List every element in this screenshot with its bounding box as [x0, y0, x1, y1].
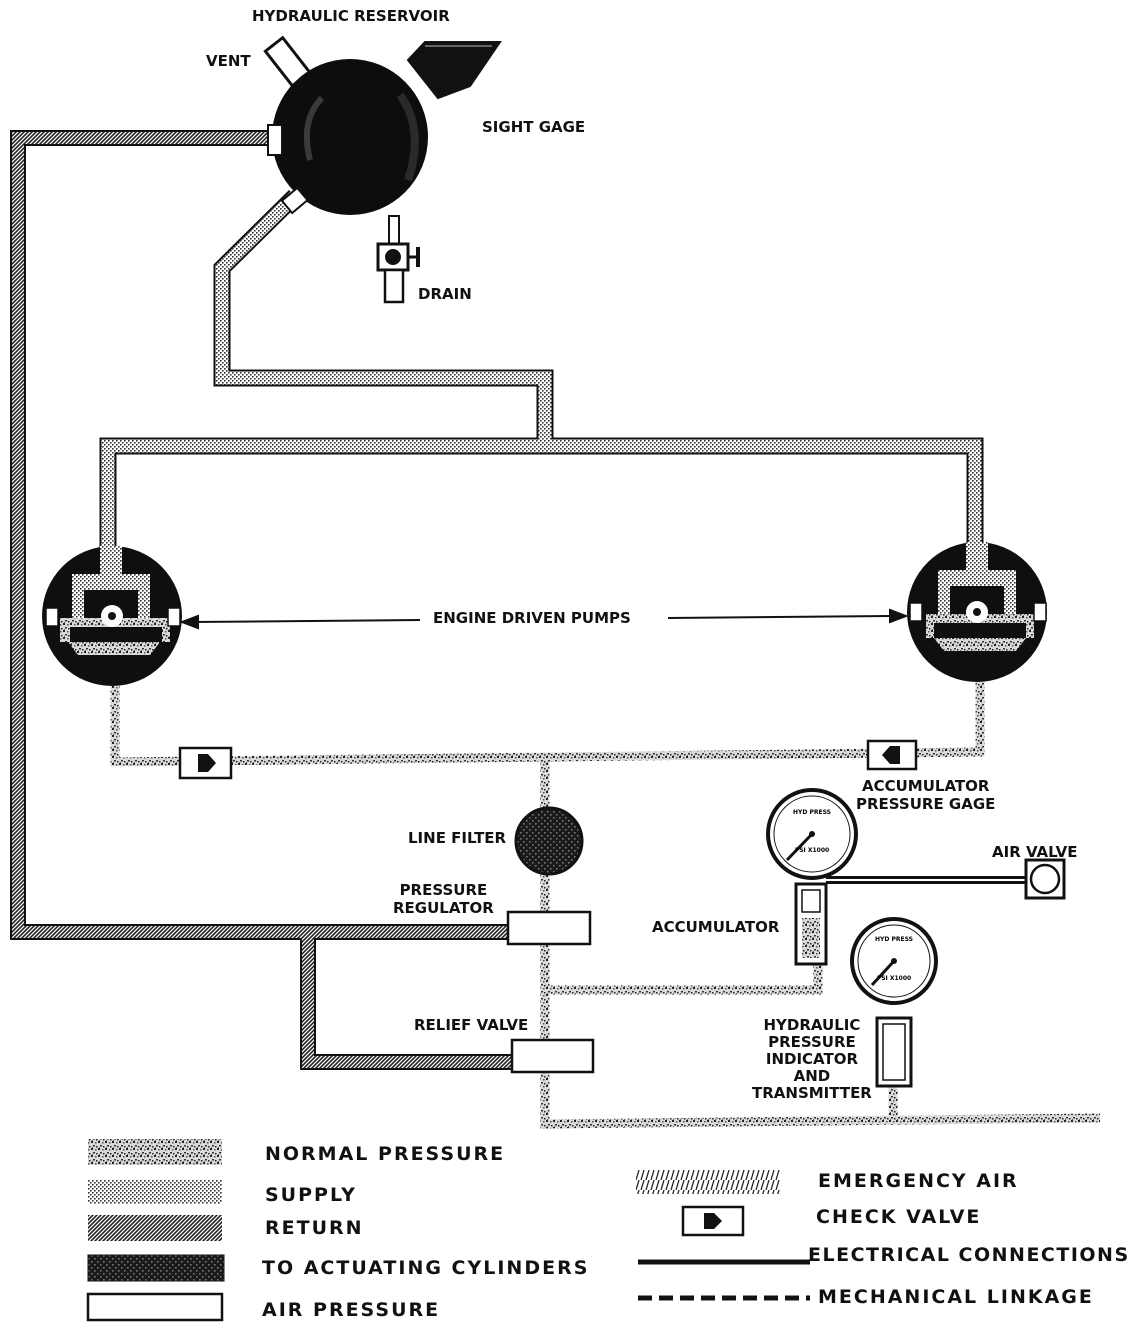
label-accumulator-pressure-gage: ACCUMULATOR PRESSURE GAGE	[856, 777, 995, 813]
label-accumulator: ACCUMULATOR	[652, 918, 780, 936]
check-valve-right	[866, 739, 918, 771]
check-valve-left	[178, 746, 233, 780]
legend-swatch-check-valve	[681, 1205, 745, 1237]
legend-return: RETURN	[265, 1217, 364, 1239]
legend-emergency-air: EMERGENCY AIR	[818, 1170, 1019, 1192]
legend-mechanical-linkage: MECHANICAL LINKAGE	[818, 1286, 1094, 1308]
engine-driven-pump-left	[42, 546, 182, 686]
label-vent: VENT	[206, 52, 251, 70]
label-line: PRESSURE	[399, 881, 488, 899]
legend-electrical-connections: ELECTRICAL CONNECTIONS	[808, 1244, 1130, 1266]
sight-gage	[406, 41, 502, 100]
legend-swatches	[86, 1139, 810, 1322]
label-sight-gage: SIGHT GAGE	[482, 118, 586, 136]
label-air-valve: AIR VALVE	[992, 843, 1078, 861]
pressure-transmitter	[875, 1016, 913, 1088]
label-line: HYDRAULIC	[763, 1016, 861, 1034]
air-valve	[1024, 858, 1066, 900]
label-line: PRESSURE GAGE	[856, 795, 996, 813]
label-line: REGULATOR	[393, 899, 494, 917]
label-line: AND	[793, 1067, 831, 1085]
gauge-face-top: HYD PRESS	[875, 936, 913, 943]
gauge-face-top: HYD PRESS	[793, 809, 831, 816]
legend-supply: SUPPLY	[265, 1184, 357, 1206]
label-line: INDICATOR	[765, 1050, 859, 1068]
label-hydraulic-pressure-indicator: HYDRAULIC PRESSURE INDICATOR AND TRANSMI…	[752, 1017, 872, 1102]
legend-to-actuating-cylinders: TO ACTUATING CYLINDERS	[262, 1257, 590, 1279]
legend-swatch-air-pressure	[86, 1292, 224, 1322]
accumulator-pressure-gage: HYD PRESS PSI X1000	[766, 788, 858, 880]
label-engine-driven-pumps: ENGINE DRIVEN PUMPS	[433, 609, 631, 627]
hydraulic-reservoir	[263, 35, 502, 304]
label-line: TRANSMITTER	[752, 1084, 872, 1102]
legend-swatch-actuating	[87, 1254, 225, 1282]
legend-swatch-emergency-air	[636, 1170, 780, 1194]
legend-check-valve: CHECK VALVE	[816, 1206, 982, 1228]
label-drain: DRAIN	[418, 285, 472, 303]
legend-air-pressure: AIR PRESSURE	[262, 1299, 441, 1321]
legend-swatch-normal-pressure	[88, 1139, 222, 1165]
engine-driven-pump-right	[907, 542, 1047, 682]
line-filter	[514, 806, 584, 876]
accumulator	[794, 882, 828, 966]
legend-swatch-supply	[88, 1180, 222, 1204]
label-hydraulic-reservoir: HYDRAULIC RESERVOIR	[252, 7, 450, 25]
label-line: PRESSURE	[768, 1033, 856, 1051]
legend-swatch-return	[88, 1215, 222, 1241]
gauge-face-bottom: PSI X1000	[795, 847, 829, 854]
drain-valve	[376, 215, 420, 304]
relief-valve	[510, 1038, 595, 1074]
hydraulic-pressure-gage: HYD PRESS PSI X1000	[850, 917, 938, 1005]
label-line: ACCUMULATOR	[861, 777, 990, 795]
pump-pointer-arrows	[179, 608, 909, 630]
label-line-filter: LINE FILTER	[408, 829, 507, 847]
label-relief-valve: RELIEF VALVE	[414, 1016, 529, 1034]
pressure-regulator	[506, 910, 592, 946]
label-pressure-regulator: PRESSURE REGULATOR	[393, 881, 494, 917]
normal-pressure-line	[110, 666, 1101, 1129]
gauge-face-bottom: PSI X1000	[877, 975, 911, 982]
legend-normal-pressure: NORMAL PRESSURE	[265, 1143, 506, 1165]
